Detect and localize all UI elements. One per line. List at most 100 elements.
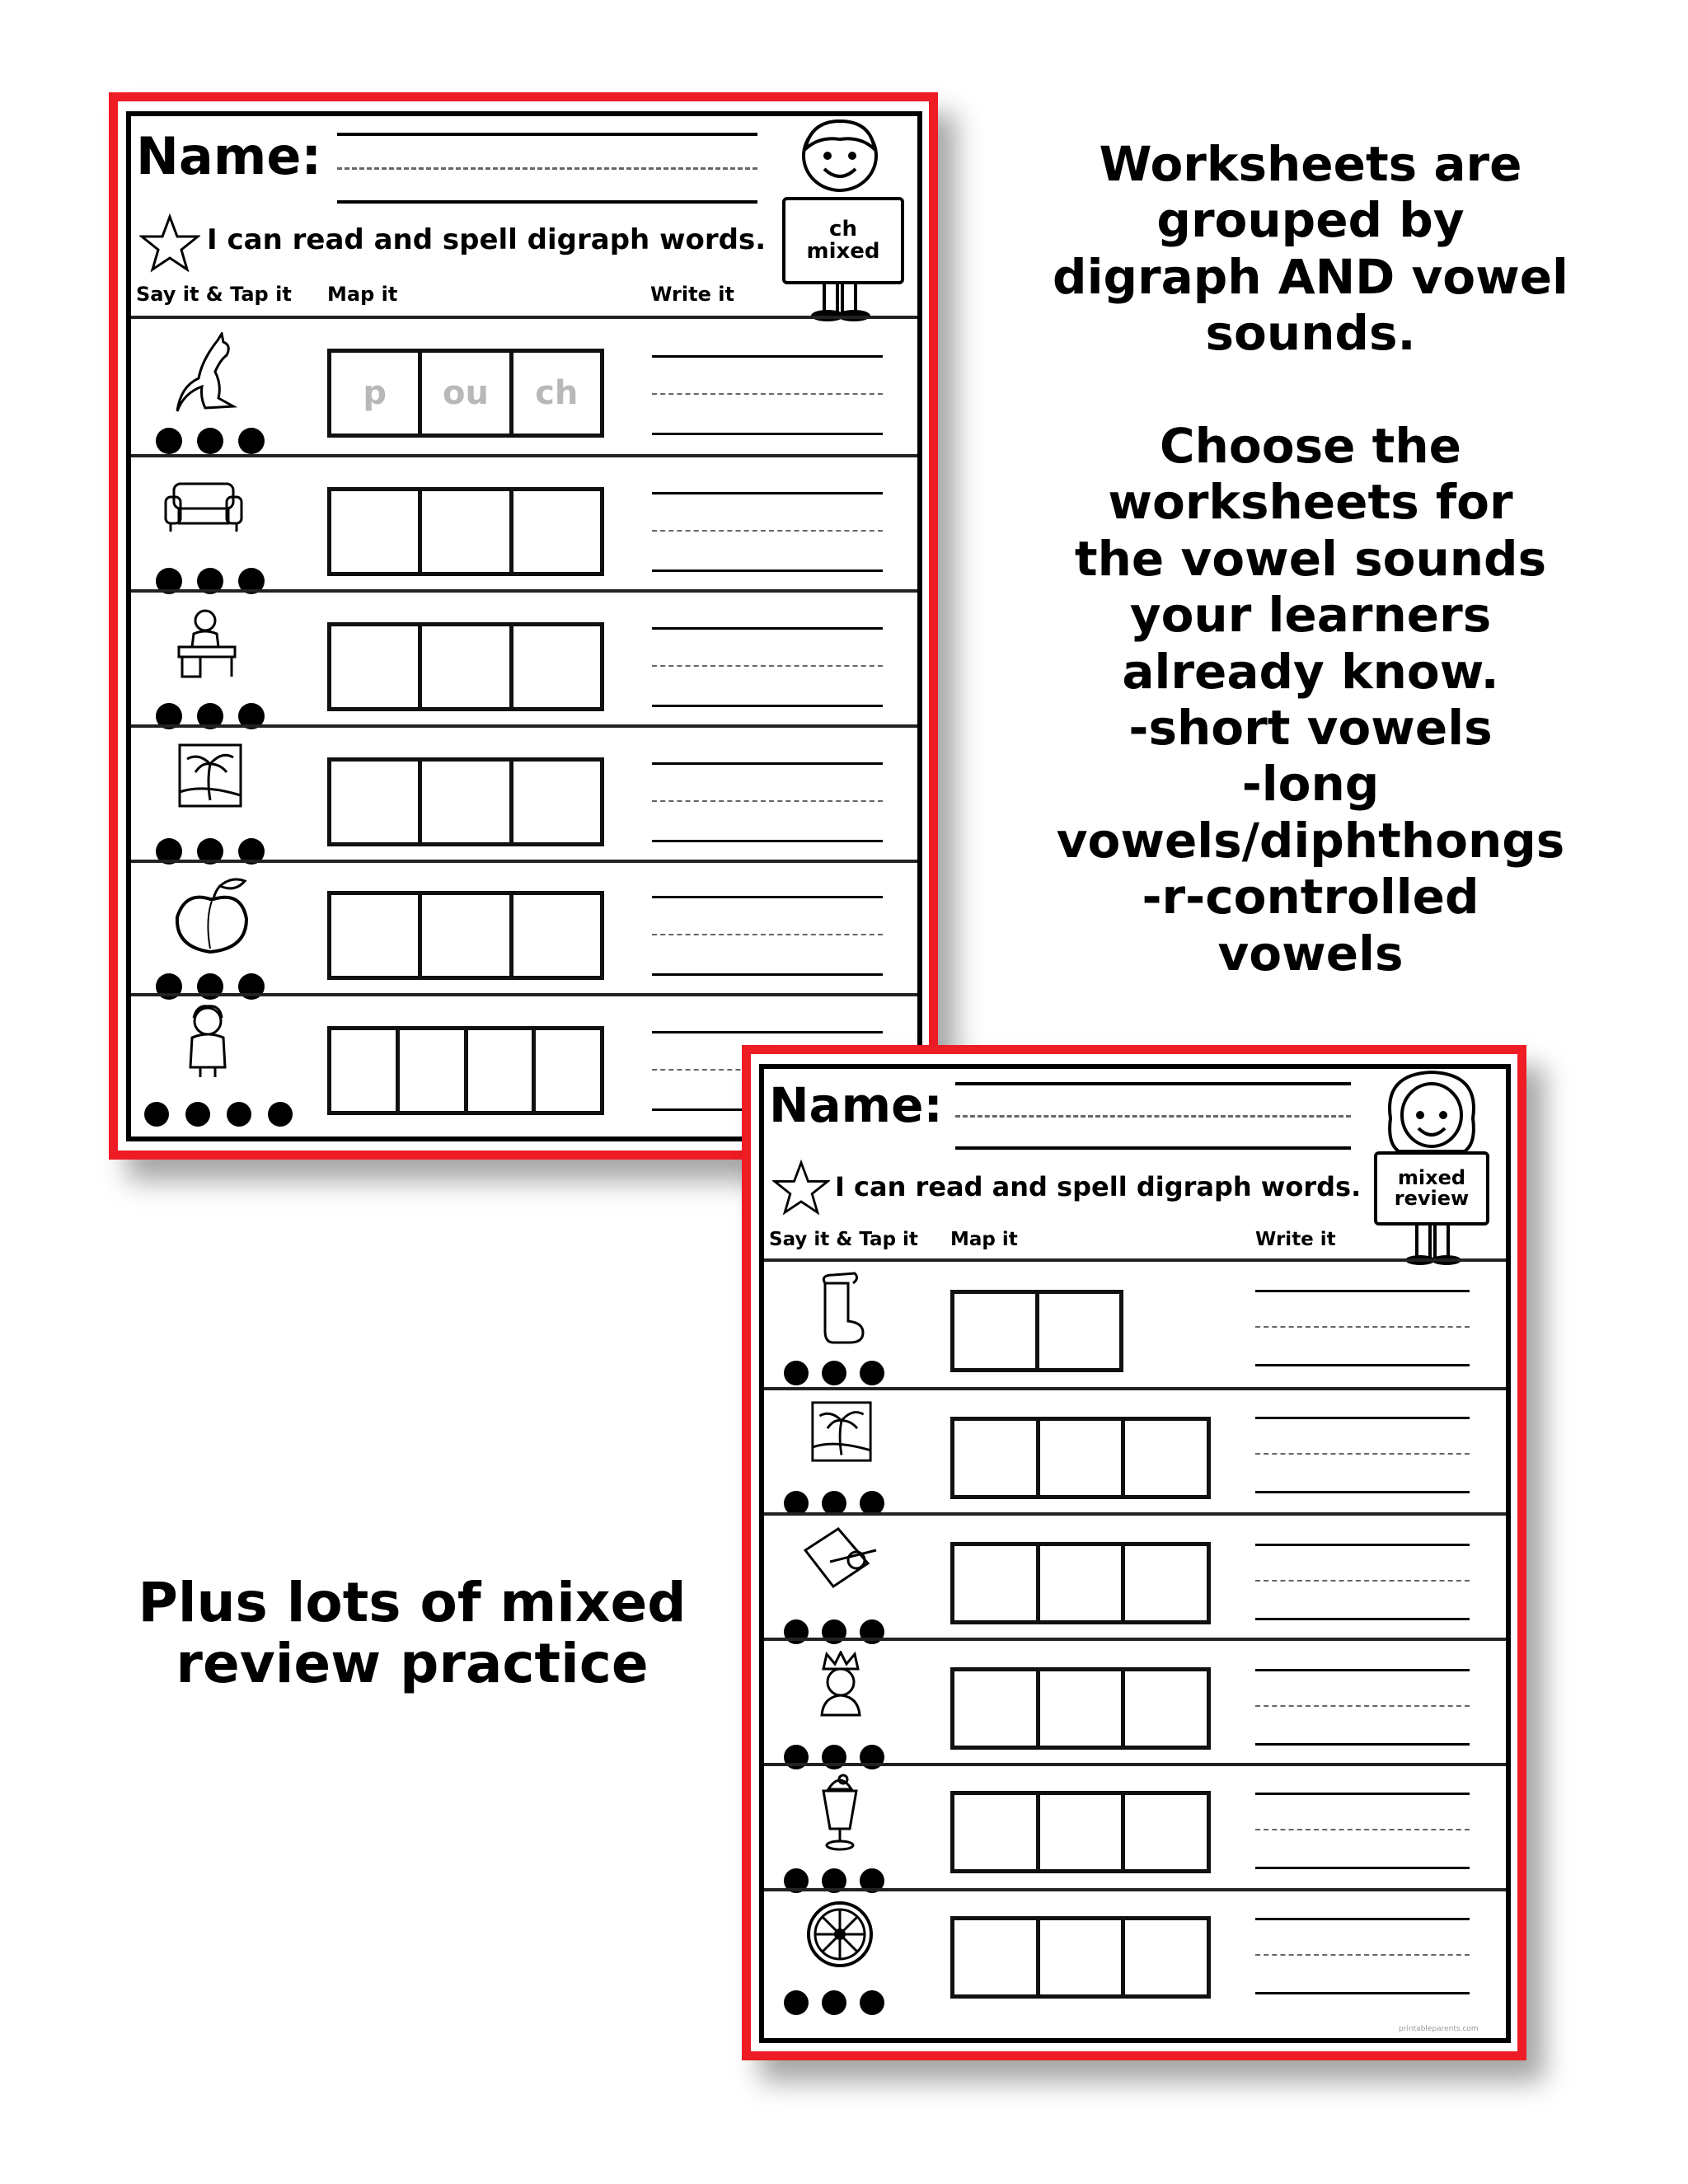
- sound-boxes[interactable]: [950, 1542, 1211, 1624]
- sound-box[interactable]: [954, 1671, 1040, 1746]
- header-rule: [764, 1258, 1506, 1262]
- sound-box[interactable]: [1039, 1294, 1120, 1368]
- sound-box[interactable]: [513, 895, 600, 976]
- sound-box[interactable]: [331, 762, 423, 842]
- sound-box[interactable]: [422, 491, 513, 572]
- sound-boxes[interactable]: [950, 1290, 1123, 1372]
- write-line-bottom: [1255, 1867, 1470, 1869]
- name-label: Name:: [136, 126, 322, 186]
- name-line-bottom: [955, 1146, 1351, 1150]
- write-lines[interactable]: [1255, 1793, 1470, 1870]
- write-line-mid: [1255, 1453, 1470, 1455]
- write-line-top: [1255, 1290, 1470, 1292]
- text-line: worksheets for: [1108, 474, 1513, 531]
- name-line-mid: [337, 167, 757, 170]
- sound-box[interactable]: [513, 762, 600, 842]
- write-line-mid: [1255, 1580, 1470, 1582]
- milkshake-icon: [822, 1774, 858, 1851]
- sound-box[interactable]: p: [331, 353, 423, 434]
- sound-box[interactable]: ch: [535, 374, 579, 412]
- sound-box[interactable]: [422, 762, 513, 842]
- sound-box[interactable]: [331, 1030, 400, 1111]
- write-line-top: [652, 896, 883, 898]
- sound-box[interactable]: [331, 491, 423, 572]
- sound-box[interactable]: ou: [422, 353, 513, 434]
- badge-line-1: ch: [829, 216, 857, 241]
- sound-box[interactable]: [536, 1030, 600, 1111]
- write-lines[interactable]: [652, 762, 883, 845]
- sound-dots: [784, 1361, 884, 1385]
- sound-box[interactable]: [331, 895, 423, 976]
- sound-dot: [860, 1990, 884, 2015]
- sound-dot: [822, 1990, 846, 2015]
- write-line-top: [1255, 1669, 1470, 1671]
- sound-box[interactable]: [468, 1030, 537, 1111]
- sound-box[interactable]: [400, 1030, 468, 1111]
- sound-boxes[interactable]: [950, 1417, 1211, 1499]
- sound-box[interactable]: [954, 1546, 1040, 1620]
- write-lines[interactable]: [1255, 1918, 1470, 1995]
- sound-box[interactable]: [1040, 1546, 1126, 1620]
- write-lines[interactable]: [652, 627, 883, 710]
- sound-boxes[interactable]: [950, 1667, 1211, 1750]
- sound-box[interactable]: [513, 491, 600, 572]
- write-lines[interactable]: [652, 355, 883, 438]
- sound-box[interactable]: [1125, 1546, 1207, 1620]
- write-line-top: [1255, 1793, 1470, 1795]
- sound-boxes[interactable]: p ou ch: [327, 349, 604, 438]
- king-icon: [820, 1651, 861, 1717]
- text-line: Worksheets are: [1099, 136, 1522, 192]
- sound-box[interactable]: [1040, 1421, 1126, 1495]
- text-line: Choose the: [1160, 417, 1461, 474]
- beach-palm-icon: [178, 743, 242, 808]
- write-lines[interactable]: [652, 896, 883, 978]
- write-lines[interactable]: [1255, 1669, 1470, 1746]
- sound-box[interactable]: [954, 1920, 1040, 1994]
- row-rule: [131, 993, 917, 996]
- sound-box[interactable]: [954, 1421, 1040, 1495]
- write-lines[interactable]: [1255, 1290, 1470, 1367]
- sound-box[interactable]: [513, 626, 600, 707]
- sound-boxes[interactable]: [327, 487, 604, 576]
- sound-dot: [860, 1361, 884, 1385]
- write-lines[interactable]: [1255, 1544, 1470, 1621]
- sound-box[interactable]: [1125, 1671, 1207, 1746]
- sound-box[interactable]: [954, 1795, 1040, 1869]
- sound-dot: [822, 1491, 846, 1516]
- sound-boxes[interactable]: [950, 1916, 1211, 1999]
- sound-box[interactable]: [1040, 1671, 1126, 1746]
- sound-box[interactable]: [422, 895, 513, 976]
- write-line-mid: [652, 393, 883, 395]
- write-line-bottom: [652, 433, 883, 435]
- sound-box[interactable]: [1125, 1920, 1207, 1994]
- write-lines[interactable]: [1255, 1417, 1470, 1494]
- sound-boxes[interactable]: [950, 1791, 1211, 1873]
- write-line-mid: [652, 800, 883, 802]
- sound-boxes[interactable]: [327, 622, 604, 711]
- kangaroo-icon: [176, 332, 238, 412]
- sound-box[interactable]: [1040, 1920, 1126, 1994]
- text-line: sounds.: [1205, 305, 1416, 362]
- learning-statement: I can read and spell digraph words.: [835, 1171, 1362, 1202]
- write-lines[interactable]: [652, 492, 883, 574]
- sound-boxes[interactable]: [327, 757, 604, 846]
- sound-boxes[interactable]: [327, 1026, 604, 1115]
- sound-boxes[interactable]: [327, 891, 604, 980]
- star-icon: [772, 1160, 830, 1216]
- write-line-mid: [1255, 1954, 1470, 1956]
- col-write-it: Write it: [1255, 1229, 1336, 1250]
- badge-line-1: mixed: [1397, 1165, 1466, 1189]
- worksheet-border: Name: I can read and spell digraph words…: [759, 1064, 1511, 2043]
- text-line: your learners: [1129, 587, 1492, 644]
- sound-box[interactable]: [422, 626, 513, 707]
- sound-box[interactable]: [954, 1294, 1039, 1368]
- sound-box[interactable]: [331, 626, 423, 707]
- sound-box[interactable]: [1040, 1795, 1126, 1869]
- level-badge: ch mixed: [782, 197, 904, 284]
- sound-box[interactable]: [1125, 1795, 1207, 1869]
- write-line-top: [1255, 1544, 1470, 1546]
- row-rule: [764, 1387, 1506, 1390]
- sound-box[interactable]: [1125, 1421, 1207, 1495]
- text-line: review practice: [176, 1631, 649, 1695]
- kid-holding-sign-icon: [1388, 1070, 1475, 1265]
